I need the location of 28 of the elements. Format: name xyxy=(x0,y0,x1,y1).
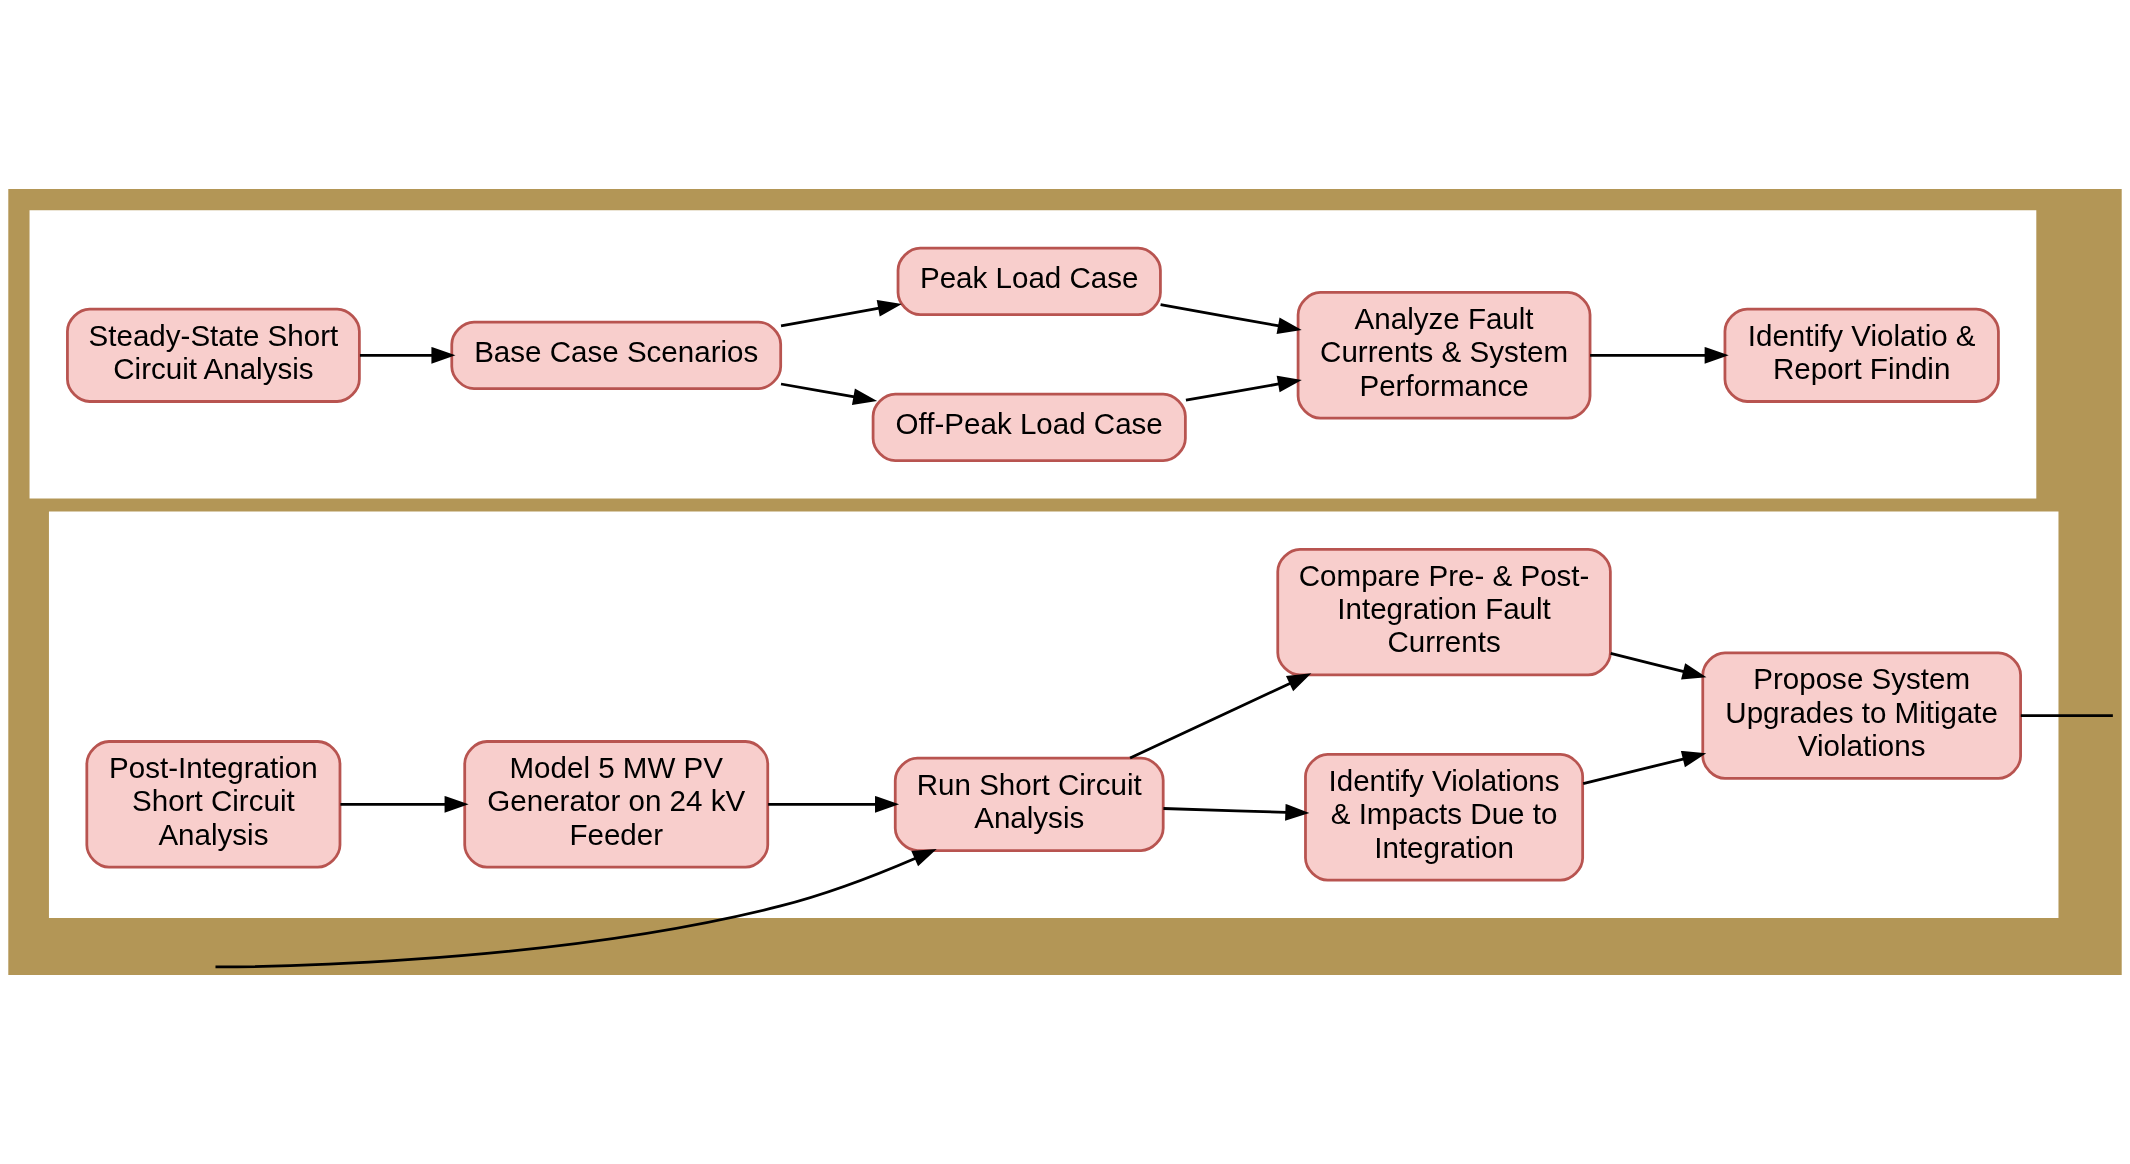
arrow xyxy=(359,346,456,364)
arrow xyxy=(780,382,878,406)
arrow xyxy=(1163,803,1310,821)
node-box: Identify Violations & Impacts Due to Integration xyxy=(1304,753,1585,882)
node-box: Off-Peak Load Case xyxy=(871,392,1187,462)
node-box: Post-Integration Short Circuit Analysis xyxy=(85,740,342,869)
arrow xyxy=(768,795,900,813)
node-box: Compare Pre- & Post-Integration Fault Currents xyxy=(1276,547,1612,677)
arrow xyxy=(1185,375,1302,402)
cluster xyxy=(48,511,2059,918)
arrow xyxy=(780,300,902,328)
arrow xyxy=(340,795,469,813)
node-box: Identify Violatio & Report Findin xyxy=(1723,307,2000,403)
node-box: Run Short Circuit Analysis xyxy=(893,756,1165,852)
node-box: Analyze Fault Currents & System Performance xyxy=(1296,291,1592,420)
arrow xyxy=(1160,303,1302,335)
arrow xyxy=(215,848,937,969)
node-box: Model 5 MW PV Generator on 24 kV Feeder xyxy=(463,740,770,869)
node-box: Steady-State Short Circuit Analysis xyxy=(66,307,361,403)
arrow xyxy=(1610,652,1707,680)
cluster xyxy=(29,210,2037,499)
connector xyxy=(2020,714,2113,718)
arrow xyxy=(1129,673,1312,760)
node-box: Base Case Scenarios xyxy=(450,320,783,390)
node-box: Peak Load Case xyxy=(896,246,1162,317)
arrow xyxy=(1590,346,1729,364)
node-box: Propose System Upgrades to Mitigate Violations xyxy=(1701,651,2022,780)
arrow xyxy=(1582,750,1707,785)
